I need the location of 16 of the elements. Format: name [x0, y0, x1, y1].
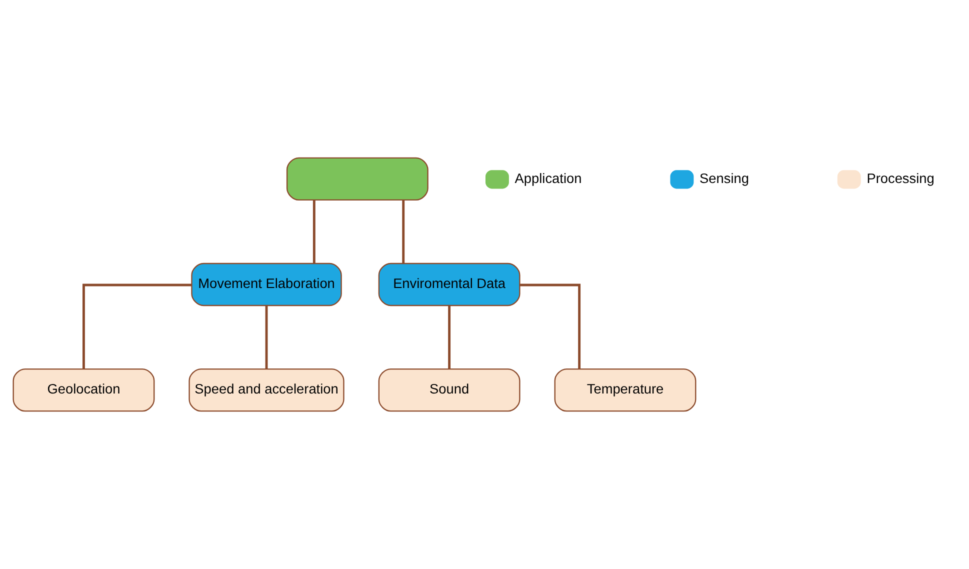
- node-box: [286, 157, 428, 201]
- connector: [82, 284, 192, 369]
- node-box: Temperature: [554, 368, 696, 412]
- connector: [520, 284, 581, 369]
- node-box: Movement Elaboration: [191, 262, 342, 306]
- connector: [402, 200, 405, 264]
- legend-label: Application: [514, 171, 582, 186]
- node-box: Enviromental Data: [378, 262, 520, 306]
- node-box: Speed and acceleration: [188, 368, 344, 412]
- node-box: Sound: [378, 368, 520, 412]
- legend-label: Processing: [866, 171, 934, 186]
- connector: [448, 306, 451, 369]
- connector: [312, 200, 316, 264]
- legend-label: Sensing: [700, 171, 749, 186]
- connector: [265, 306, 268, 369]
- node-box: Geolocation: [12, 368, 155, 412]
